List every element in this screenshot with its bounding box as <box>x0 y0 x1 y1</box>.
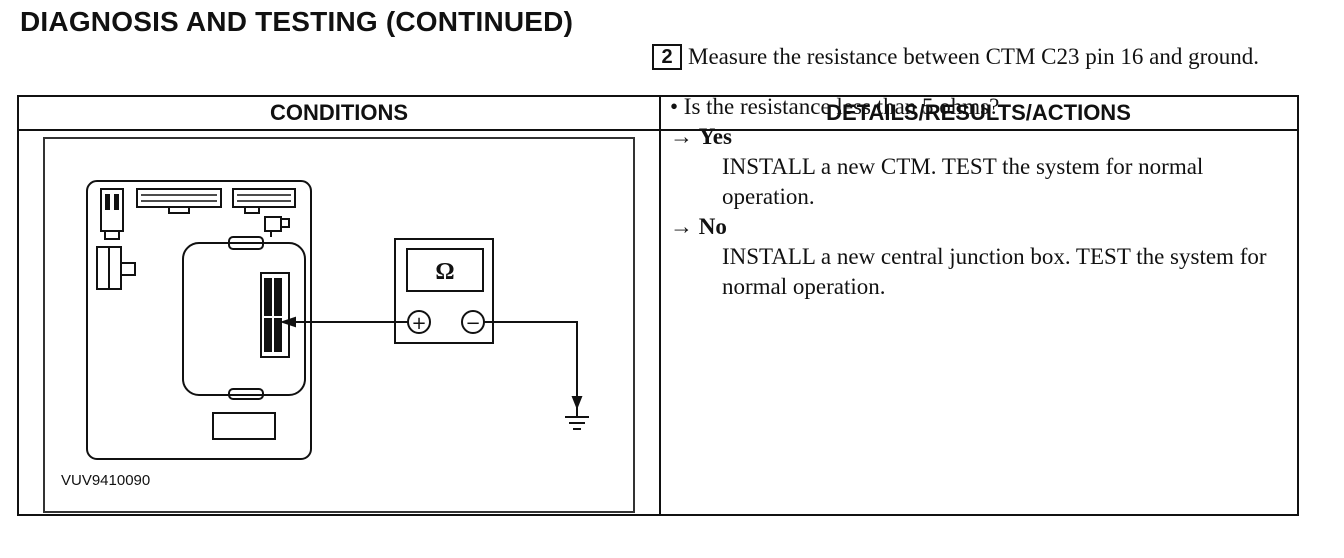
step-details: 2 Measure the resistance between CTM C23… <box>652 42 1277 302</box>
ohm-symbol: Ω <box>435 259 454 285</box>
ground-symbol-icon <box>565 396 589 430</box>
column-divider <box>659 97 661 514</box>
figure-id: VUV9410090 <box>61 472 151 489</box>
ohmmeter-icon: Ω + − <box>394 238 494 344</box>
page-title: DIAGNOSIS AND TESTING (CONTINUED) <box>20 6 574 37</box>
arrow-icon: → <box>670 214 693 239</box>
connector-icon <box>260 272 290 358</box>
answer-yes-action: INSTALL a new CTM. TEST the system for n… <box>722 154 1204 209</box>
diagnosis-table: CONDITIONS DETAILS/RESULTS/ACTIONS <box>17 95 1299 516</box>
answer-yes: → Yes <box>652 122 1277 152</box>
conditions-header: CONDITIONS <box>19 97 659 131</box>
step-instruction: Measure the resistance between CTM C23 p… <box>688 44 1260 69</box>
conditions-figure: Ω + − VUV9410090 <box>43 137 635 513</box>
junction-box-icon <box>86 180 312 460</box>
answer-yes-label: Yes <box>698 124 732 149</box>
details-header: DETAILS/RESULTS/ACTIONS <box>660 97 1297 131</box>
step-number-badge: 2 <box>652 44 682 70</box>
plus-terminal-label: + <box>411 313 426 334</box>
answer-no-action: INSTALL a new central junction box. TEST… <box>722 244 1267 299</box>
minus-terminal-label: − <box>465 313 480 334</box>
step-instruction-row: 2 Measure the resistance between CTM C23… <box>652 42 1277 72</box>
wiring-diagram: Ω + − <box>86 180 589 460</box>
step-question: • Is the resistance less than 5 ohms? <box>670 94 1000 119</box>
answer-no-label: No <box>698 214 727 239</box>
answer-no: → No <box>652 212 1277 242</box>
arrow-icon: → <box>670 124 693 149</box>
